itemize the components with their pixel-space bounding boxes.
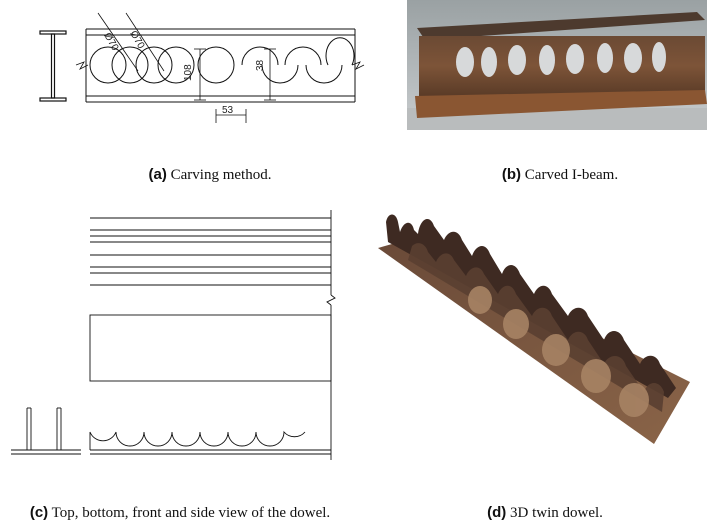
caption-d-label: (d) xyxy=(487,504,507,521)
caption-d-text: 3D twin dowel. xyxy=(509,505,603,521)
caption-d: (d) 3D twin dowel. xyxy=(455,504,635,522)
panel-b-photo xyxy=(407,0,707,130)
panel-a-drawing: Ø70 Ø70 108 38 53 xyxy=(30,5,375,135)
i-beam-section-icon xyxy=(39,30,67,102)
caption-c: (c) Top, bottom, front and side view of … xyxy=(0,504,360,522)
caption-a: (a) Carving method. xyxy=(110,166,310,184)
panel-d-render xyxy=(378,200,708,460)
dim-pitch: 53 xyxy=(222,105,234,116)
caption-c-text: Top, bottom, front and side view of the … xyxy=(51,505,331,521)
panel-c-drawing xyxy=(5,210,345,460)
dim-depth: 38 xyxy=(255,59,266,71)
caption-b-text: Carved I-beam. xyxy=(524,167,619,183)
caption-b: (b) Carved I-beam. xyxy=(470,166,650,184)
carving-circles xyxy=(89,37,355,84)
caption-b-label: (b) xyxy=(501,166,522,183)
caption-a-label: (a) xyxy=(148,166,167,183)
dim-height: 108 xyxy=(183,64,194,81)
3d-twin-dowel-render xyxy=(378,214,690,444)
carving-method-svg: Ø70 Ø70 108 38 53 xyxy=(39,12,365,123)
caption-c-label: (c) xyxy=(29,504,49,521)
dowel-views-svg xyxy=(11,210,336,460)
caption-a-text: Carving method. xyxy=(170,167,272,183)
carved-i-beam-photo xyxy=(407,0,707,130)
dim-diameter-2: Ø70 xyxy=(127,29,146,51)
